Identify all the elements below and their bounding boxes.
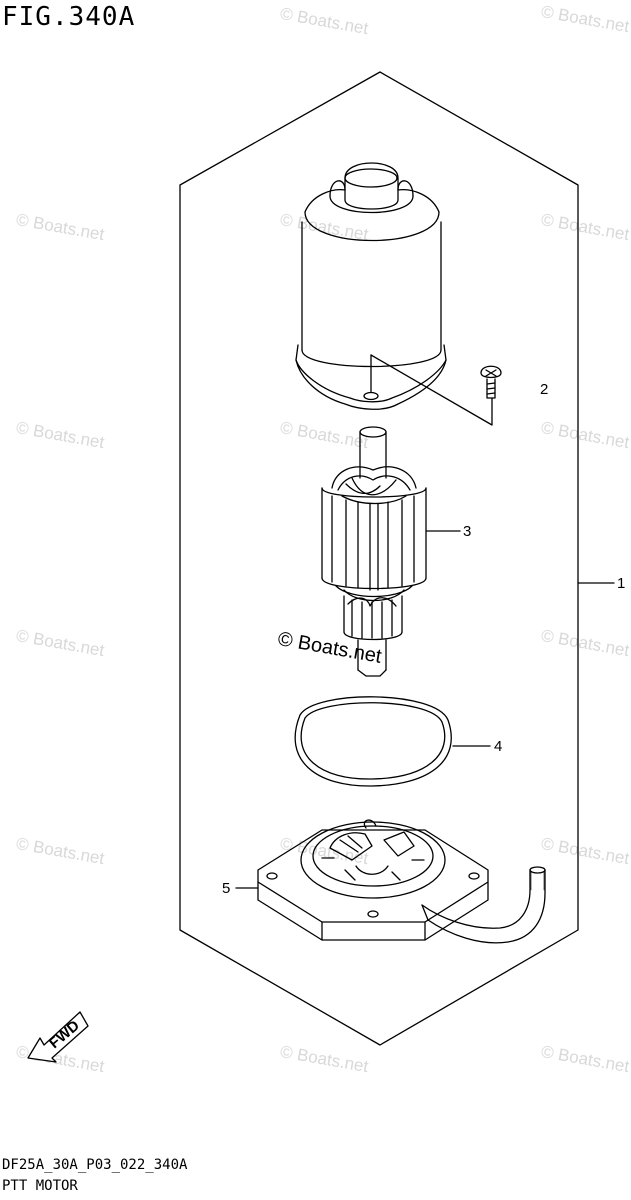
callout-5: 5 [222,880,230,897]
brush-holder-base [257,819,546,944]
assembly-outline [179,71,579,1046]
motor-housing [295,162,447,410]
figure-code: DF25A_30A_P03_022_340A [2,1157,188,1173]
callout-4: 4 [494,738,502,755]
fwd-arrow-icon [27,1011,89,1063]
screw-leader [370,354,493,426]
screw [480,365,502,399]
callout-1: 1 [617,575,625,592]
armature [321,426,427,677]
callout-2: 2 [540,381,548,398]
figure-title: FIG.340A [2,2,136,32]
callout-3: 3 [463,523,471,540]
figure-caption: PTT MOTOR [2,1178,78,1194]
o-ring [294,696,452,787]
